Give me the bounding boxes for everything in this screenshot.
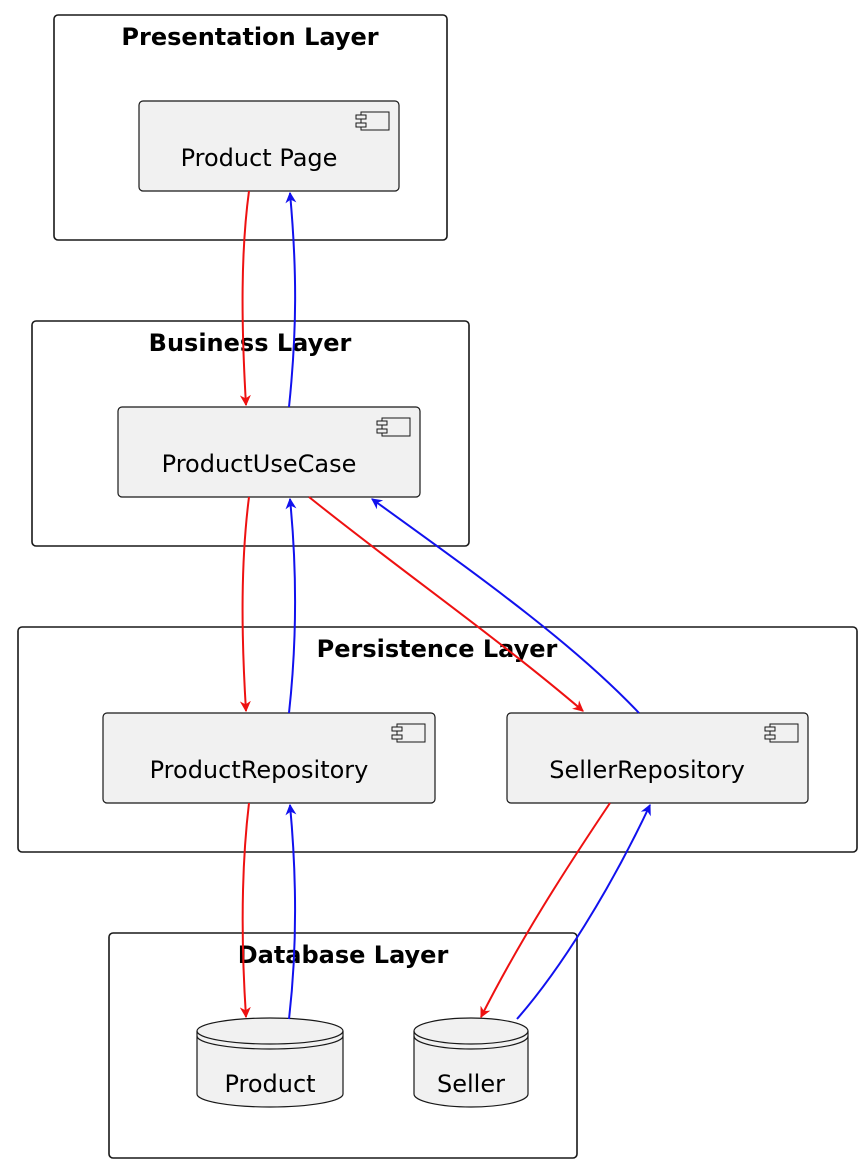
edge-seller-repository-to-product-use-case — [371, 498, 640, 714]
database-product[interactable]: Product — [196, 1017, 344, 1108]
component-box — [138, 100, 400, 192]
component-product-repository[interactable]: ProductRepository — [102, 712, 436, 804]
package-title: Database Layer — [238, 941, 449, 969]
database-seller[interactable]: Seller — [413, 1017, 529, 1108]
edge-product-db-to-product-repository — [285, 803, 297, 1020]
package-frame — [108, 932, 578, 1159]
edge-product-use-case-to-product-repository — [239, 496, 251, 713]
component-label: ProductUseCase — [162, 450, 357, 478]
edge-product-use-case-to-seller-repository — [308, 496, 584, 712]
component-box — [102, 712, 436, 804]
component-seller-repository[interactable]: SellerRepository — [506, 712, 809, 804]
database-rim — [413, 1035, 529, 1050]
component-icon — [355, 111, 390, 131]
component-icon — [764, 723, 799, 743]
component-label: SellerRepository — [549, 756, 745, 784]
edge-product-repository-to-product-use-case — [285, 497, 297, 714]
database-rim — [196, 1035, 344, 1050]
package-title: Persistence Layer — [317, 635, 558, 663]
edges — [239, 190, 651, 1020]
component-label: ProductRepository — [150, 756, 369, 784]
database-rim — [413, 1030, 529, 1045]
component-product-use-case[interactable]: ProductUseCase — [117, 406, 421, 498]
package-title: Presentation Layer — [121, 23, 378, 51]
database-icon — [196, 1017, 344, 1108]
package-frame — [53, 14, 448, 241]
package-title: Business Layer — [149, 329, 352, 357]
package-frame — [31, 320, 470, 547]
package-frame — [17, 626, 858, 853]
component-icon — [391, 723, 426, 743]
package-database-layer: Database Layer — [108, 932, 578, 1159]
package-presentation-layer: Presentation Layer — [53, 14, 448, 241]
edge-seller-repository-to-seller-db — [480, 802, 611, 1018]
component-icon — [376, 417, 411, 437]
component-box — [506, 712, 809, 804]
component-product-page[interactable]: Product Page — [138, 100, 400, 192]
edge-product-use-case-to-product-page — [285, 191, 297, 408]
edge-product-repository-to-product-db — [239, 802, 251, 1019]
component-box — [117, 406, 421, 498]
database-label: Product — [224, 1070, 315, 1098]
database-rim — [196, 1030, 344, 1045]
component-label: Product Page — [181, 144, 338, 172]
edge-seller-db-to-seller-repository — [516, 804, 651, 1020]
edge-product-page-to-product-use-case — [239, 190, 251, 407]
package-business-layer: Business Layer — [31, 320, 470, 547]
database-label: Seller — [437, 1070, 505, 1098]
database-icon — [413, 1017, 529, 1108]
